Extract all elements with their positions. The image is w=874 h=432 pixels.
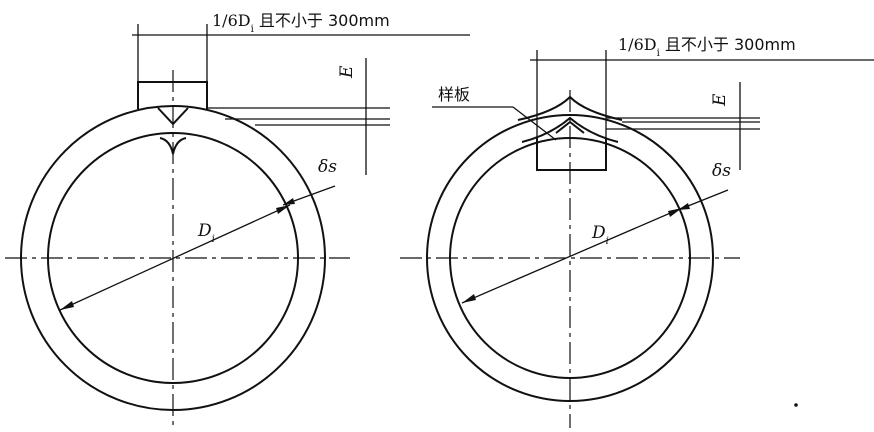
left-diameter-label: Di [197,221,215,245]
left-diameter-arrow-a [60,301,74,310]
left-width-label: 1/6Di 且不小于 300mm [212,11,390,35]
right-template-leader-diag [512,106,557,141]
right-thickness-label: δs [712,161,731,181]
left-diameter-arrow-b [276,205,290,214]
left-diameter-line [59,204,291,311]
right-template-apex [555,120,585,134]
left-peak-notch [157,107,189,126]
right-diameter-arrow-b [668,208,682,217]
left-shell-inner-circle [47,132,299,384]
left-thickness-arrow [283,198,295,205]
left-gap-label: E [337,65,357,79]
left-template-outline [137,81,208,109]
right-diameter-label: Di [591,223,609,247]
right-template-outline [536,138,607,171]
right-template-label: 样板 [438,85,470,104]
left-thickness-label: δs [318,157,337,177]
right-diameter-line [461,207,683,304]
left-shell-outer-circle [20,105,326,411]
right-shell-inner-circle [449,137,691,379]
right-figure: 样板 1/6Di 且不小于 300mm E δs Di [400,35,874,428]
left-inner-notch [159,137,187,155]
right-width-label: 1/6Di 且不小于 300mm [618,35,796,59]
left-figure: 1/6Di 且不小于 300mm E δs Di [5,11,470,428]
stray-dot [794,403,798,407]
right-shell-outer-circle [426,114,714,402]
right-gap-label: E [710,93,730,107]
right-diameter-arrow-a [462,294,476,303]
